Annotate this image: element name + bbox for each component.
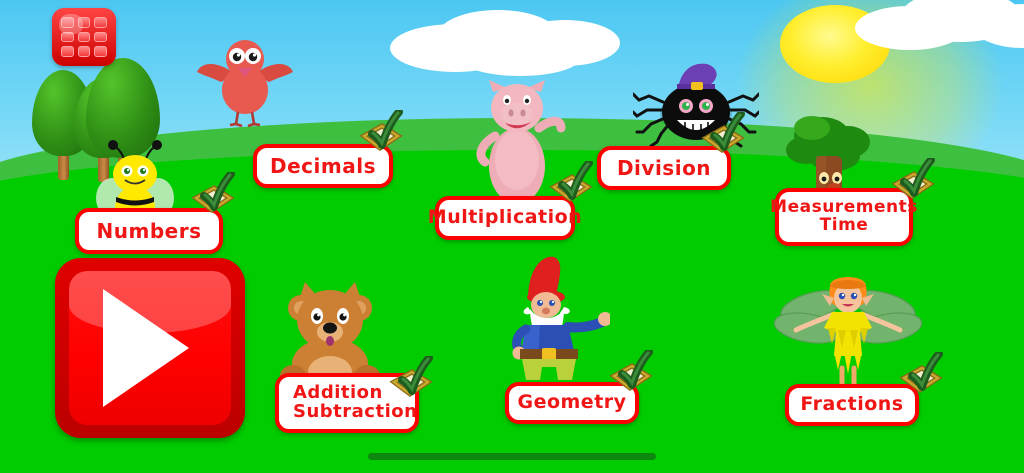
grid-cell-icon [77,31,91,43]
topic-button-geometry[interactable]: Geometry [505,382,639,424]
pig-character [476,80,566,208]
grid-cell-icon [61,46,74,57]
topic-button-numbers[interactable]: Numbers [75,208,223,254]
home-gesture-bar[interactable] [368,453,656,460]
grid-cell-icon [61,17,74,28]
play-button[interactable] [55,258,245,438]
spider-character [633,63,759,148]
grid-cell-icon [77,17,91,28]
grid-cell-icon [77,46,91,57]
gnome-character [512,256,610,380]
topic-button-measurements[interactable]: Measurements Time [770,188,917,246]
topic-label-line2: Subtraction [293,401,418,422]
topic-label: Geometry [517,391,627,414]
fairy-character [773,277,923,389]
topic-button-addition-subtraction[interactable]: Addition Subtraction [275,373,419,433]
topic-label: Division [616,155,712,180]
topic-label: Numbers [96,218,202,243]
topic-label-line2: Time [819,215,869,235]
grid-menu-button[interactable] [52,8,116,66]
bird-character [197,40,293,128]
grid-cell-icon [94,46,107,57]
topic-label: Multiplication [427,206,583,229]
grid-cell-icon [94,31,107,43]
topic-button-division[interactable]: Division [597,146,731,190]
topic-label: Fractions [800,393,904,416]
topic-label: Addition [293,382,383,404]
topic-button-multiplication[interactable]: Multiplication [428,196,582,240]
grid-cell-icon [94,17,107,28]
topic-button-decimals[interactable]: Decimals [253,144,393,188]
tree-character [786,116,870,212]
bear-character [280,282,380,388]
topic-button-fractions[interactable]: Fractions [785,384,919,426]
topic-label: Decimals [270,153,376,178]
topic-label: Measurements [770,197,918,218]
play-triangle-icon [103,289,189,407]
grid-cell-icon [61,31,74,43]
